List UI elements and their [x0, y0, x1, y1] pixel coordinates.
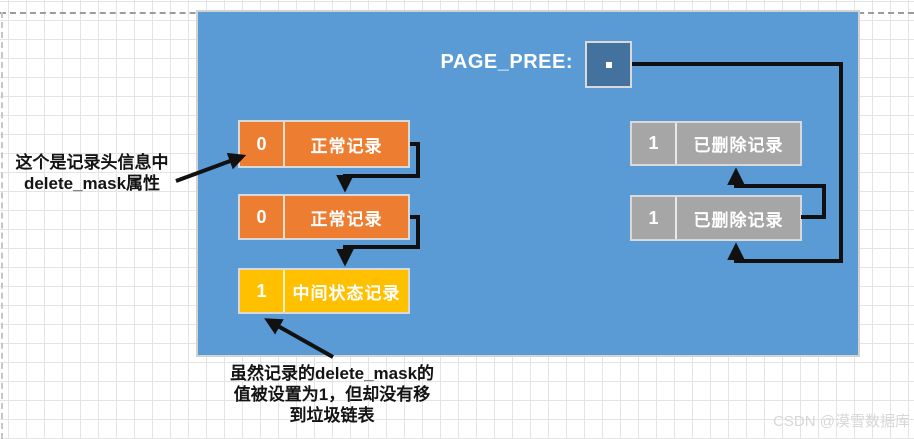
record-node-deleted-2[interactable]: 1 已删除记录 [630, 195, 802, 241]
delete-mask-flag: 1 [240, 270, 285, 312]
record-label: 已删除记录 [693, 210, 784, 230]
annotation-line: 虽然记录的delete_mask的 [229, 364, 435, 383]
annotation-line: delete_mask属性 [23, 174, 161, 193]
record-node-deleted-1[interactable]: 1 已删除记录 [630, 121, 802, 166]
pointer-dot-icon [605, 61, 612, 68]
annotation-line: 值被设置为1，但却没有移 [233, 385, 431, 404]
annotation-delete-mask: 这个是记录头信息中 delete_mask属性 [6, 152, 178, 194]
record-node-normal-2[interactable]: 0 正常记录 [238, 194, 410, 240]
page-free-title: PAGE_PREE: [440, 51, 573, 73]
annotation-intermediate-state: 虽然记录的delete_mask的 值被设置为1，但却没有移 到垃圾链表 [218, 363, 446, 426]
delete-mask-flag: 0 [240, 122, 285, 166]
delete-mask-flag: 0 [240, 196, 285, 238]
annotation-line: 到垃圾链表 [289, 406, 375, 425]
delete-mask-flag: 1 [632, 123, 677, 164]
annotation-line: 这个是记录头信息中 [15, 153, 169, 172]
record-node-normal-1[interactable]: 0 正常记录 [238, 120, 410, 168]
record-node-intermediate[interactable]: 1 中间状态记录 [238, 268, 410, 314]
page-free-pointer-box[interactable] [585, 41, 632, 88]
record-label: 正常记录 [310, 209, 383, 229]
csdn-watermark: CSDN @漠雪数据库 [773, 413, 910, 430]
page-break-line-vertical [1, 12, 3, 439]
delete-mask-flag: 1 [632, 197, 677, 239]
record-label: 已删除记录 [693, 136, 784, 155]
record-label: 中间状态记录 [292, 283, 401, 303]
record-label: 正常记录 [310, 136, 383, 156]
